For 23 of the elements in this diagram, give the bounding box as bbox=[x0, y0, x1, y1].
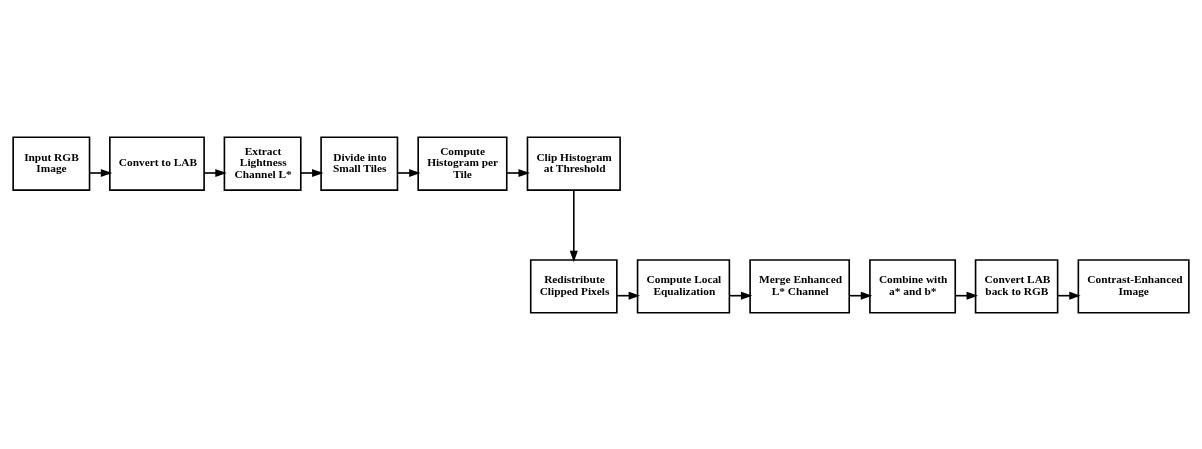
node-box: Input RGB Image bbox=[12, 135, 91, 191]
arrow bbox=[616, 291, 640, 300]
node-box: Merge Enhanced L* Channel bbox=[749, 258, 851, 314]
node-box: Compute Histogram per Tile bbox=[417, 135, 508, 191]
arrow bbox=[88, 168, 113, 177]
node-box: Convert to LAB bbox=[109, 135, 205, 191]
arrow bbox=[1057, 291, 1081, 300]
arrow bbox=[954, 291, 978, 300]
node-box: Extract Lightness Channel L* bbox=[223, 135, 302, 191]
node-box: Combine with a* and b* bbox=[869, 258, 957, 314]
node-box: Redistribute Clipped Pixels bbox=[529, 258, 618, 314]
arrow bbox=[848, 291, 873, 300]
node-box: Contrast-Enhanced Image bbox=[1077, 258, 1190, 314]
node-box: Divide into Small Tiles bbox=[320, 135, 399, 191]
arrow bbox=[505, 168, 530, 177]
arrow bbox=[396, 168, 421, 177]
arrow bbox=[203, 168, 227, 177]
arrow bbox=[300, 168, 324, 177]
arrow bbox=[728, 291, 753, 300]
node-box: Clip Histogram at Threshold bbox=[526, 135, 621, 191]
arrow bbox=[569, 188, 578, 262]
node-box: Convert LAB back to RGB bbox=[974, 258, 1059, 314]
node-box: Compute Local Equalization bbox=[636, 258, 731, 314]
